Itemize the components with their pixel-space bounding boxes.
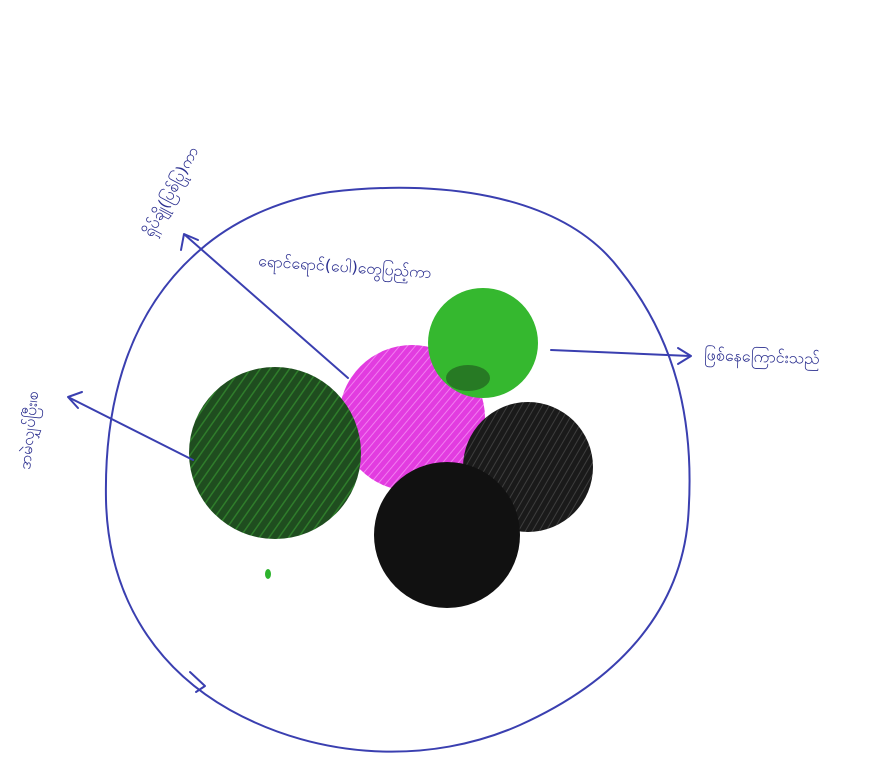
light-green-shadow [446, 365, 490, 391]
right-component-label: ဖြစ်နေကြောင်းသည် [704, 345, 820, 371]
black-sphere [374, 462, 520, 608]
dark-green-sphere [189, 367, 361, 539]
top-pointer-arrowhead [181, 234, 198, 250]
right-pointer-line [551, 350, 690, 356]
green-dot [265, 569, 271, 579]
left-pointer-line [70, 398, 193, 460]
top-left-component-label: ရှိပ်ချို(ပြစ်ပြု)ကာ [139, 143, 205, 241]
center-caption-label: ရောင်ရောင်(ပေါ)တွေပြည့်ကာ [258, 251, 433, 285]
left-component-label: ဒာမဲလျှပ်ပြီး၊စ [15, 390, 45, 471]
